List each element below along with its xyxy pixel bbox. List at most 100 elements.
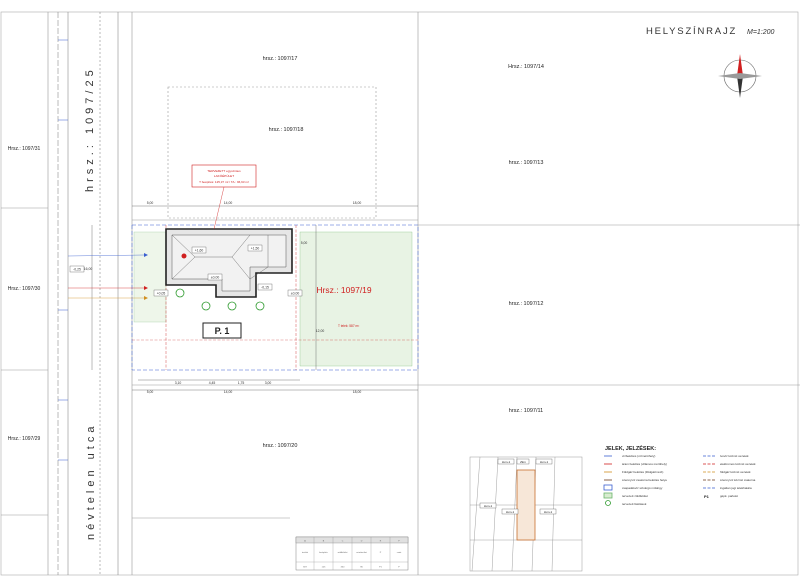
svg-text:18,00: 18,00 (353, 390, 362, 394)
parking-label: P. 1 (215, 326, 230, 336)
parking-spot: P. 1 (202, 322, 242, 339)
svg-text:1,75: 1,75 (238, 381, 245, 385)
svg-text:B: B (323, 541, 325, 543)
svg-text:14,00: 14,00 (224, 390, 233, 394)
level-markers (69, 244, 303, 297)
svg-text:587: 587 (303, 567, 307, 569)
svg-text:P1: P1 (704, 494, 710, 499)
svg-text:125: 125 (322, 567, 326, 569)
plot-1097-19 (131, 224, 419, 371)
trees (175, 288, 265, 311)
svg-text:Lkm-1: Lkm-1 (540, 460, 549, 464)
water-connection-icon (144, 253, 148, 257)
parcel-label-1097-14: Hrsz.: 1097/14 (508, 64, 544, 70)
svg-text:14,00: 14,00 (224, 201, 233, 205)
svg-text:beépítés: beépítés (319, 551, 328, 554)
svg-text:F: F (398, 567, 400, 569)
parcel-label-1097-12: hrsz.: 1097/12 (509, 301, 544, 307)
parcel-label-1097-31: Hrsz.: 1097/31 (8, 146, 41, 152)
svg-text:5,00: 5,00 (147, 390, 154, 394)
svg-text:F: F (398, 541, 400, 543)
street-markers (58, 39, 68, 461)
street-parcel: hrsz.: 1097/25 (84, 66, 96, 192)
svg-text:TERVEZETT egyszintes: TERVEZETT egyszintes (207, 169, 241, 173)
parcel-label-1097-19: Hrsz.: 1097/19 (316, 285, 372, 295)
parcel-boundaries (1, 12, 800, 575)
gas-connection-icon (144, 296, 148, 300)
green-strip-left (133, 231, 167, 323)
svg-text:Zkm: Zkm (520, 460, 526, 464)
tree-icon (227, 301, 237, 311)
svg-text:szennyvíz csatorna bekötés hel: szennyvíz csatorna bekötés helye (622, 478, 667, 482)
inset-map: Lkm-1 Zkm Lkm-1 Lkm-1 Lkm-1 Lkm-1 (469, 456, 583, 572)
svg-text:gépk. parkoló: gépk. parkoló (720, 494, 738, 498)
building (165, 228, 293, 298)
svg-text:+0,05: +0,05 (157, 292, 166, 296)
svg-text:P: P (380, 552, 382, 554)
dimension-lines (91, 205, 418, 391)
parcel-label-1097-13: hrsz.: 1097/13 (509, 160, 544, 166)
svg-text:5,00: 5,00 (301, 241, 308, 245)
svg-text:12,00: 12,00 (316, 329, 325, 333)
svg-text:szintterület: szintterület (356, 551, 367, 554)
svg-text:tervezett zöldfelület: tervezett zöldfelület (622, 494, 648, 498)
plot-area-label: T telek: 587 m² (338, 324, 359, 328)
svg-text:zöldfelület: zöldfelület (338, 551, 348, 554)
svg-text:terület: terület (302, 551, 308, 554)
svg-text:P1: P1 (379, 567, 382, 569)
svg-text:elektromos közmű vezeték: elektromos közmű vezeték (720, 462, 756, 466)
drawing-scale: M=1:200 (747, 29, 775, 36)
power-connection-icon (144, 286, 148, 290)
svg-text:szennyvíz közmű csatorna: szennyvíz közmű csatorna (720, 478, 756, 482)
svg-text:Földgáz bekötés (földgázmérő): Földgáz bekötés (földgázmérő) (622, 470, 663, 474)
parcel-label-1097-30: Hrsz.: 1097/30 (8, 286, 41, 292)
street-lines (57, 12, 119, 575)
svg-text:Lkm-1: Lkm-1 (484, 504, 493, 508)
svg-text:csapadékvíz szivárgó műtárgy: csapadékvíz szivárgó műtárgy (622, 486, 663, 490)
tree-icon (175, 288, 185, 298)
svg-text:±0,00: ±0,00 (291, 292, 300, 296)
legend: JELEK, JELZÉSEK: vízbekötés (vízmérőhely… (603, 444, 756, 506)
svg-text:C: C (342, 541, 344, 543)
svg-text:-0,15: -0,15 (261, 286, 269, 290)
svg-text:tervezett fásítások: tervezett fásítások (622, 502, 647, 506)
svg-text:Lkm-1: Lkm-1 (502, 460, 511, 464)
drawing-title: HELYSZÍNRAJZ (646, 26, 737, 37)
svg-text:96: 96 (360, 567, 363, 569)
green-area (299, 231, 413, 367)
svg-text:Lkm-1: Lkm-1 (544, 510, 553, 514)
parcel-label-1097-29: Hrsz.: 1097/29 (8, 436, 41, 442)
svg-text:3,10: 3,10 (175, 381, 182, 385)
utility-connections (67, 253, 148, 300)
parcel-label-1097-17: hrsz.: 1097/17 (263, 56, 298, 62)
svg-text:szint: szint (397, 551, 402, 554)
tree-icon (255, 301, 265, 311)
svg-text:4,45: 4,45 (209, 381, 216, 385)
tree-icon (201, 301, 211, 311)
svg-text:5,00: 5,00 (147, 201, 154, 205)
svg-text:18,00: 18,00 (353, 201, 362, 205)
svg-text:ivóvíz közmű vezeték: ivóvíz közmű vezeték (720, 454, 749, 458)
svg-text:vízbekötés (vízmérőhely): vízbekötés (vízmérőhely) (622, 454, 655, 458)
svg-text:E: E (380, 541, 382, 543)
parcel-label-1097-20: hrsz.: 1097/20 (263, 443, 298, 449)
svg-text:földgáz közmű vezeték: földgáz közmű vezeték (720, 470, 751, 474)
svg-text:áram bekötés (villamos mérőhel: áram bekötés (villamos mérőhely) (622, 462, 667, 466)
svg-text:+1,50: +1,50 (251, 247, 260, 251)
parcel-label-1097-11: hrsz.: 1097/11 (509, 408, 543, 414)
svg-text:A: A (304, 540, 306, 543)
legend-title: JELEK, JELZÉSEK: (605, 444, 656, 452)
svg-text:+1,60: +1,60 (195, 249, 204, 253)
drawing-frame (0, 11, 799, 576)
street-name: névtelen utca (85, 423, 97, 540)
svg-text:LAKÓÉPÜLET: LAKÓÉPÜLET (214, 173, 234, 178)
svg-text:-0,25: -0,25 (73, 268, 81, 272)
svg-text:ingatlan jogi telekhatára: ingatlan jogi telekhatára (720, 486, 752, 490)
north-arrow-icon (718, 54, 762, 98)
svg-text:330: 330 (341, 567, 345, 569)
svg-text:16,00: 16,00 (84, 267, 93, 271)
svg-text:±0,00: ±0,00 (211, 276, 220, 280)
planned-building-note: TERVEZETT egyszintes LAKÓÉPÜLET T beépít… (191, 164, 257, 230)
parcel-label-1097-18: hrsz.: 1097/18 (269, 127, 304, 133)
